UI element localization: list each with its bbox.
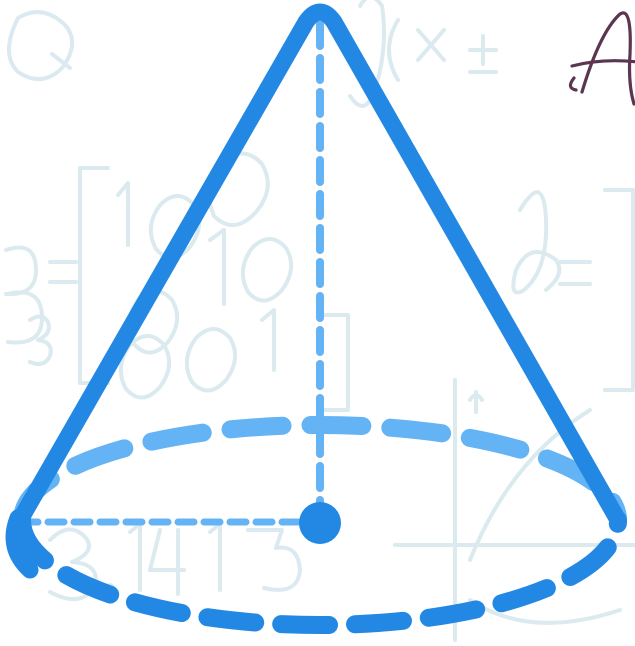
heading-fragment <box>568 11 635 106</box>
center-dot-icon <box>299 502 341 544</box>
cone-left-edge <box>5 509 39 579</box>
cone-base-back-arc <box>13 416 627 529</box>
math-background <box>4 0 635 642</box>
cone-base-front-arc <box>13 511 627 634</box>
cone-sides <box>11 3 627 529</box>
